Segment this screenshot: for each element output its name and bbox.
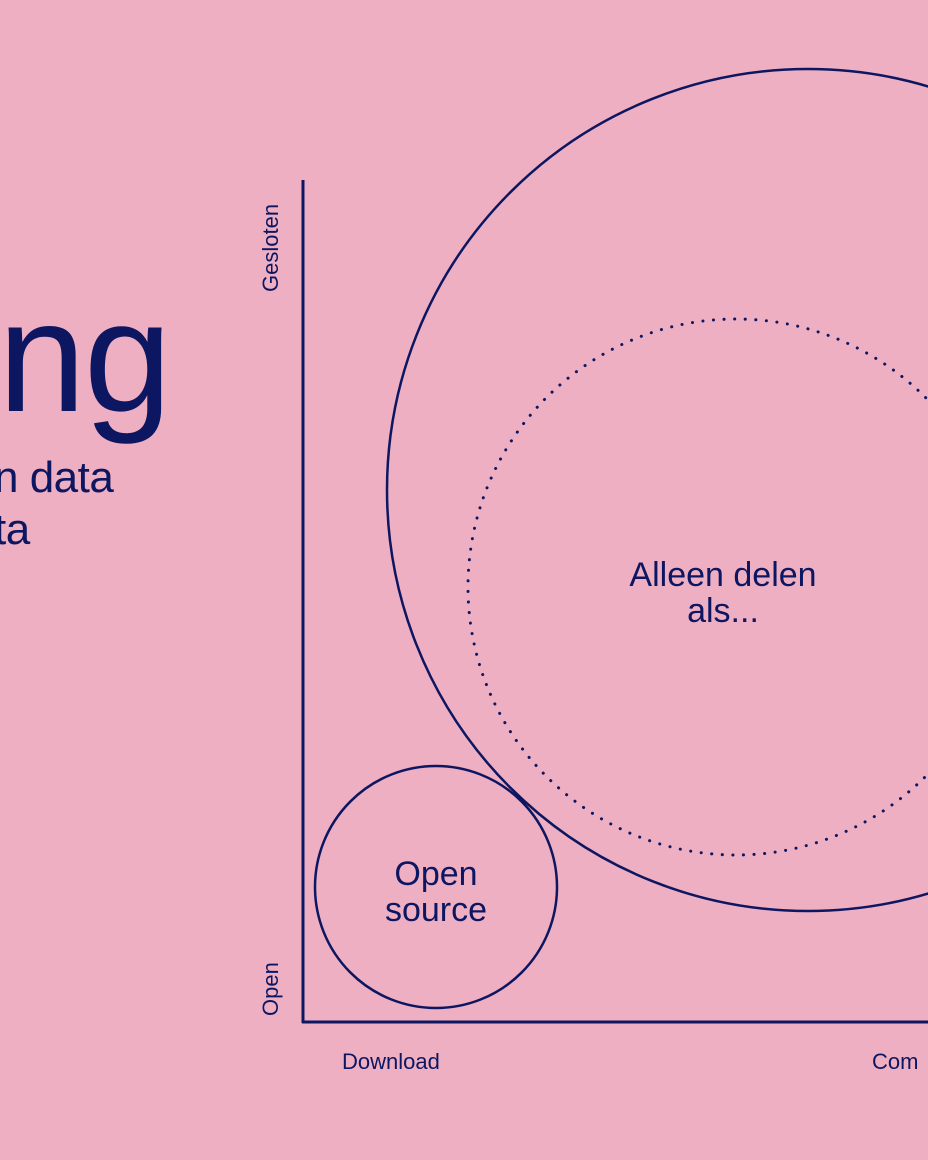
large-circle-label-line-1: Alleen delen (629, 556, 817, 594)
small-circle-label-line-1: Open (394, 855, 478, 893)
large-circle-label: Alleen delen als... (603, 557, 843, 629)
subtitle-line-2: ta (0, 505, 30, 554)
y-axis-label-bottom: Open (258, 962, 283, 1016)
large-circle-label-line-2: als... (687, 592, 759, 630)
small-circle-label: Open source (356, 856, 516, 928)
x-axis-label-left: Download (342, 1049, 440, 1074)
small-circle (313, 764, 559, 1010)
large-circle (385, 67, 928, 913)
page-title-fragment: ng (0, 269, 172, 445)
small-circle-label-line-2: source (384, 891, 488, 929)
y-axis-label-top: Gesloten (258, 203, 283, 292)
x-axis-label-right: Com (872, 1049, 919, 1074)
subtitle-line-1: n data (0, 453, 114, 502)
dotted-circle (466, 317, 928, 857)
